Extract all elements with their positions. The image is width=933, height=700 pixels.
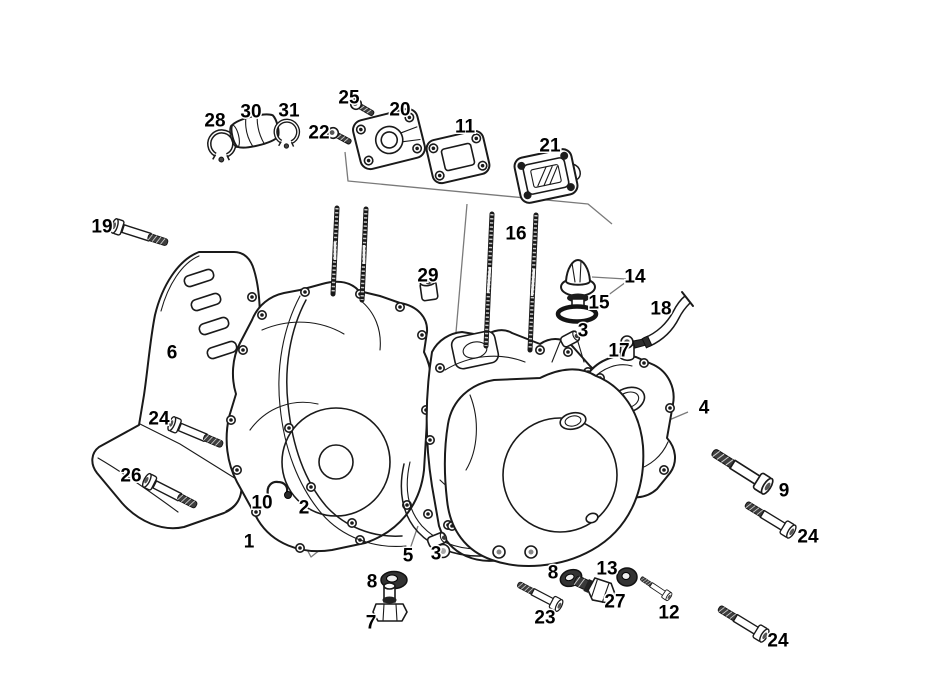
part-label-screw-22: 22 [308, 123, 329, 144]
oil-filler-cap-14 [560, 259, 596, 307]
part-label-seal-washer-8: 8 [548, 563, 559, 584]
gasket-11 [425, 129, 491, 185]
part-label-center-gasket-2: 2 [299, 498, 310, 519]
part-label-bolt-26: 26 [120, 466, 141, 487]
part-label-reed-valve-21: 21 [539, 136, 561, 157]
clutch-cover-4 [435, 368, 645, 567]
part-label-breather-hose-18: 18 [650, 299, 671, 320]
part-label-stud-16: 16 [505, 224, 526, 245]
bolt-19 [108, 217, 171, 251]
bolt-12 [637, 573, 674, 602]
part-label-seal-washer-8: 8 [367, 572, 378, 593]
reed-valve-cover-20 [352, 107, 426, 171]
center-gasket-2 [278, 295, 407, 548]
cylinder-studs-16 [330, 205, 539, 353]
part-label-clip-10: 10 [251, 493, 272, 514]
bolt-24-bottom [714, 600, 772, 645]
bushing-29 [419, 277, 439, 302]
part-label-bolt-12: 12 [658, 603, 679, 624]
part-label-heat-shield-6: 6 [167, 343, 178, 364]
bolt-9 [707, 443, 776, 497]
part-label-oil-filler-cap-14: 14 [624, 267, 646, 288]
clip-10 [266, 480, 292, 499]
part-label-crankcase-halves-1: 1 [244, 532, 255, 553]
part-label-dowel-3: 3 [431, 544, 442, 565]
part-label-cover-gasket-5: 5 [403, 546, 414, 567]
part-label-dowel-3: 3 [578, 321, 589, 342]
part-label-clutch-cover-4: 4 [699, 398, 710, 419]
part-label-drain-plug-7: 7 [366, 613, 377, 634]
heat-shield-6 [91, 251, 261, 530]
part-label-bolt-24: 24 [797, 527, 819, 548]
part-label-plug-bolt-27: 27 [604, 592, 625, 613]
part-label-o-ring-15: 15 [588, 293, 610, 314]
part-label-bolt-24: 24 [148, 409, 170, 430]
part-label-reed-valve-cover-20: 20 [389, 100, 410, 121]
part-label-bolt-9: 9 [779, 481, 790, 502]
screw-22 [325, 125, 354, 148]
o-ring-15 [555, 304, 599, 324]
drain-plug-7 [372, 582, 408, 622]
part-label-screw-25: 25 [338, 88, 360, 109]
part-label-gasket-11: 11 [455, 117, 476, 138]
bolt-24-mid [741, 496, 799, 541]
part-label-bolt-19: 19 [91, 217, 112, 238]
part-label-washer-13: 13 [596, 559, 617, 580]
cover-gasket-5 [400, 461, 521, 557]
part-label-bushing-29: 29 [417, 266, 438, 287]
washer-13 [616, 567, 638, 587]
part-label-bolt-24: 24 [767, 631, 789, 652]
part-label-bolt-23: 23 [534, 608, 555, 629]
reed-valve-21 [513, 148, 581, 204]
part-label-intake-sleeve-30: 30 [240, 102, 261, 123]
part-label-elbow-fitting-17: 17 [608, 341, 629, 362]
elbow-fitting-17 [619, 335, 647, 362]
clamp-31 [273, 119, 299, 149]
part-label-clamp-31: 31 [278, 101, 300, 122]
breather-hose-18 [641, 291, 694, 349]
part-label-clamp-28: 28 [204, 111, 225, 132]
plug-bolt-27 [573, 575, 616, 604]
